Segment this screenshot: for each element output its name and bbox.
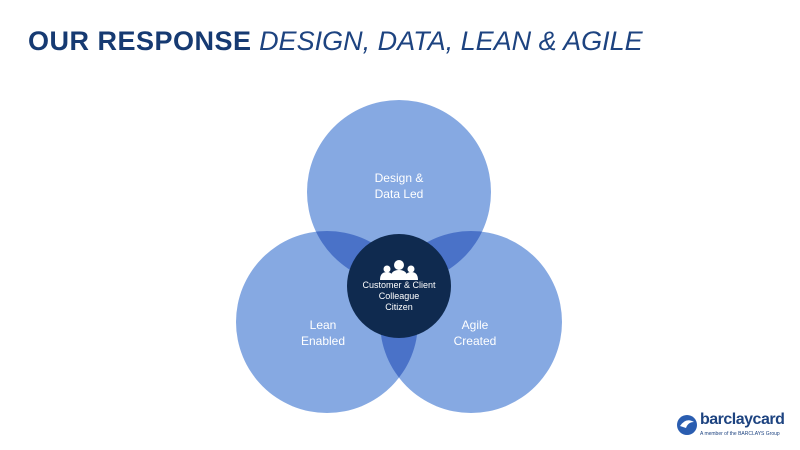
center-line3: Citizen — [385, 302, 413, 312]
logo-tagline: A member of the BARCLAYS Group — [700, 431, 780, 437]
label-lean-line2: Enabled — [300, 334, 346, 348]
label-design-line2: Data Led — [374, 187, 424, 201]
center-line1: Customer & Client — [362, 280, 436, 290]
title-bold: OUR RESPONSE — [28, 26, 252, 56]
page-title: OUR RESPONSE DESIGN, DATA, LEAN & AGILE — [28, 26, 643, 57]
center-line2: Colleague — [378, 291, 420, 301]
barclaycard-logo: barclaycard A member of the BARCLAYS Gro… — [676, 410, 786, 442]
label-agile-line2: Created — [453, 334, 497, 348]
title-italic: DESIGN, DATA, LEAN & AGILE — [259, 26, 643, 56]
label-design-line1: Design & — [374, 171, 424, 185]
eagle-icon — [677, 415, 697, 435]
label-agile-line1: Agile — [461, 318, 489, 332]
logo-wordmark: barclaycard — [700, 411, 785, 428]
label-lean-line1: Lean — [309, 318, 337, 332]
center-circle — [347, 234, 451, 338]
label-design: Design & Data Led — [339, 170, 459, 202]
people-group-icon — [380, 260, 418, 280]
